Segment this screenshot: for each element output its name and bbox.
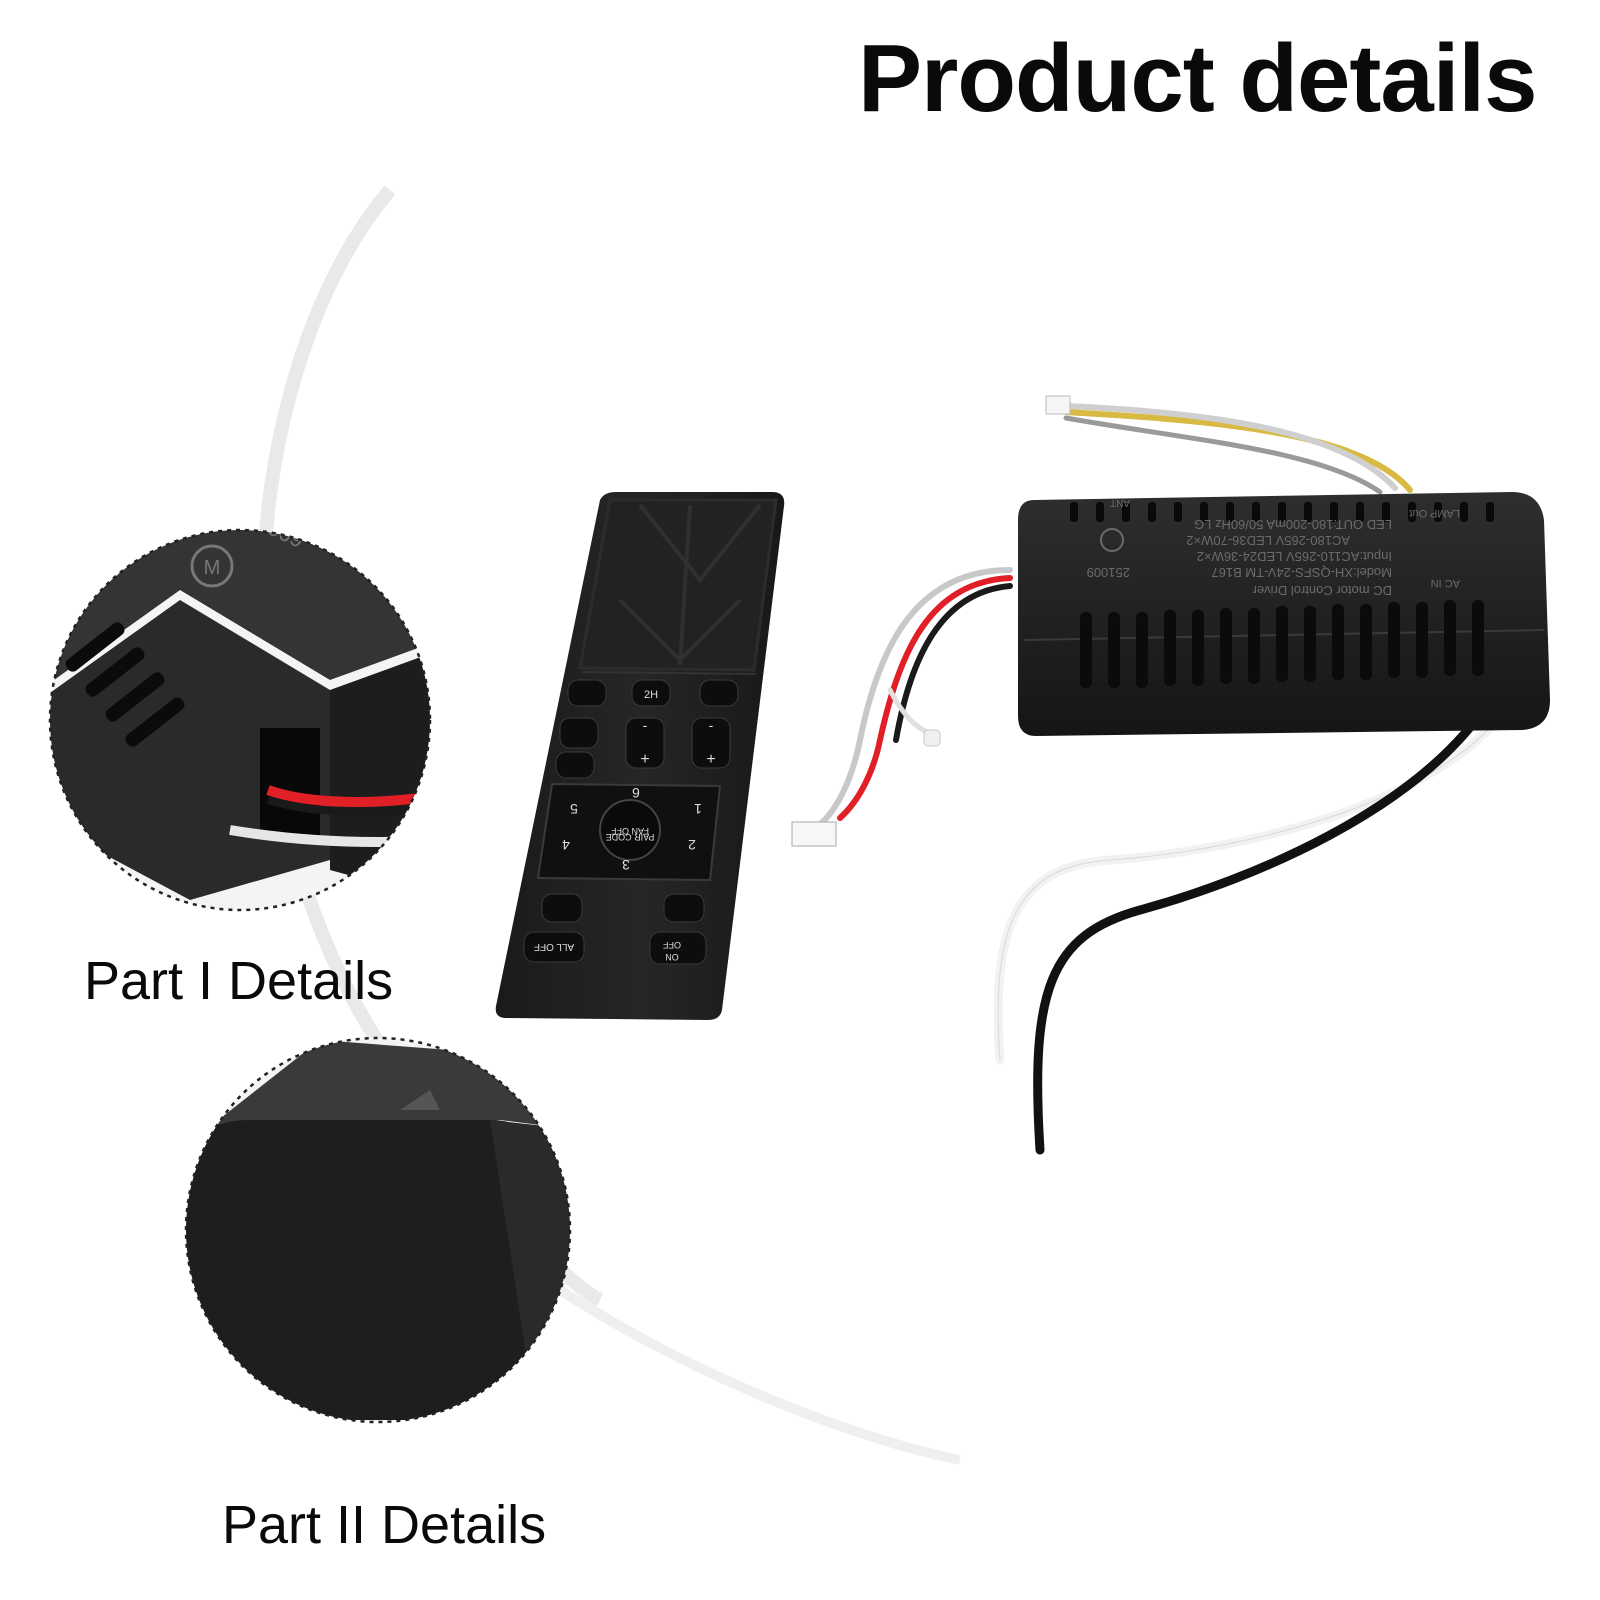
driver-label-input2: AC180-265V LED36-70W×2 bbox=[1186, 533, 1350, 548]
remote-pair-code-label: PAIR CODE bbox=[606, 832, 655, 842]
remote-key-4: 4 bbox=[562, 837, 570, 853]
driver-box: DC motor Control Driver Model:XH-QSFS-24… bbox=[1018, 492, 1550, 736]
remote-minus-label-2: - bbox=[709, 717, 714, 733]
remote-off-label: OFF bbox=[663, 940, 681, 950]
part-1-caption: Part I Details bbox=[84, 951, 394, 1011]
remote-control: 2H + + - - FAN OFF PAIR CODE 1 2 3 4 5 6 bbox=[495, 492, 785, 1020]
closeup-2-outline bbox=[184, 1036, 572, 1424]
antenna-tip bbox=[923, 729, 941, 747]
remote-minus-label-1: - bbox=[643, 717, 648, 733]
driver-label-out: LED OUT:180-200mA 50/60Hz LG bbox=[1194, 517, 1392, 532]
top-connector bbox=[1045, 395, 1071, 415]
part-2-closeup bbox=[184, 1036, 572, 1424]
remote-plus-label-2: + bbox=[706, 751, 715, 768]
page-title: Product details bbox=[858, 25, 1537, 132]
driver-label-serial: 251009 bbox=[1087, 565, 1130, 580]
white-connector bbox=[791, 821, 837, 847]
remote-key-6: 6 bbox=[632, 785, 640, 801]
part-2-caption: Part II Details bbox=[222, 1495, 547, 1555]
remote-fan-off-label: FAN OFF bbox=[610, 826, 649, 836]
remote-key-5: 5 bbox=[570, 801, 578, 817]
closeup-1-outline bbox=[48, 528, 432, 912]
driver-label-ant: ANT bbox=[1110, 497, 1130, 508]
remote-plus-label-1: + bbox=[640, 751, 649, 768]
driver-label-title: DC motor Control Driver bbox=[1252, 583, 1392, 598]
closeup-m-mark: M bbox=[204, 557, 221, 579]
driver-label-input: Input:AC110-265V LED24-36W×2 bbox=[1197, 549, 1392, 564]
vent-slots-side bbox=[1080, 600, 1484, 688]
remote-key-3: 3 bbox=[622, 857, 630, 873]
driver-wires bbox=[791, 395, 1517, 1155]
driver-label-model: Model:XH-QSFS-24V-TM B167 bbox=[1211, 565, 1392, 580]
driver-m-logo bbox=[1100, 528, 1124, 552]
remote-on-label: ON bbox=[665, 952, 679, 962]
remote-key-2: 2 bbox=[688, 837, 696, 853]
vent-slots-top bbox=[1070, 502, 1494, 522]
remote-key-1: 1 bbox=[694, 801, 702, 817]
background-arc-2 bbox=[557, 1285, 961, 1465]
remote-all-off-label: ALL OFF bbox=[534, 941, 574, 952]
driver-label-acin: AC IN bbox=[1431, 577, 1460, 589]
driver-label-lamp: LAMP Out bbox=[1409, 507, 1460, 519]
remote-2h-label: 2H bbox=[644, 689, 658, 701]
part-1-closeup: M 251009 bbox=[48, 528, 432, 912]
